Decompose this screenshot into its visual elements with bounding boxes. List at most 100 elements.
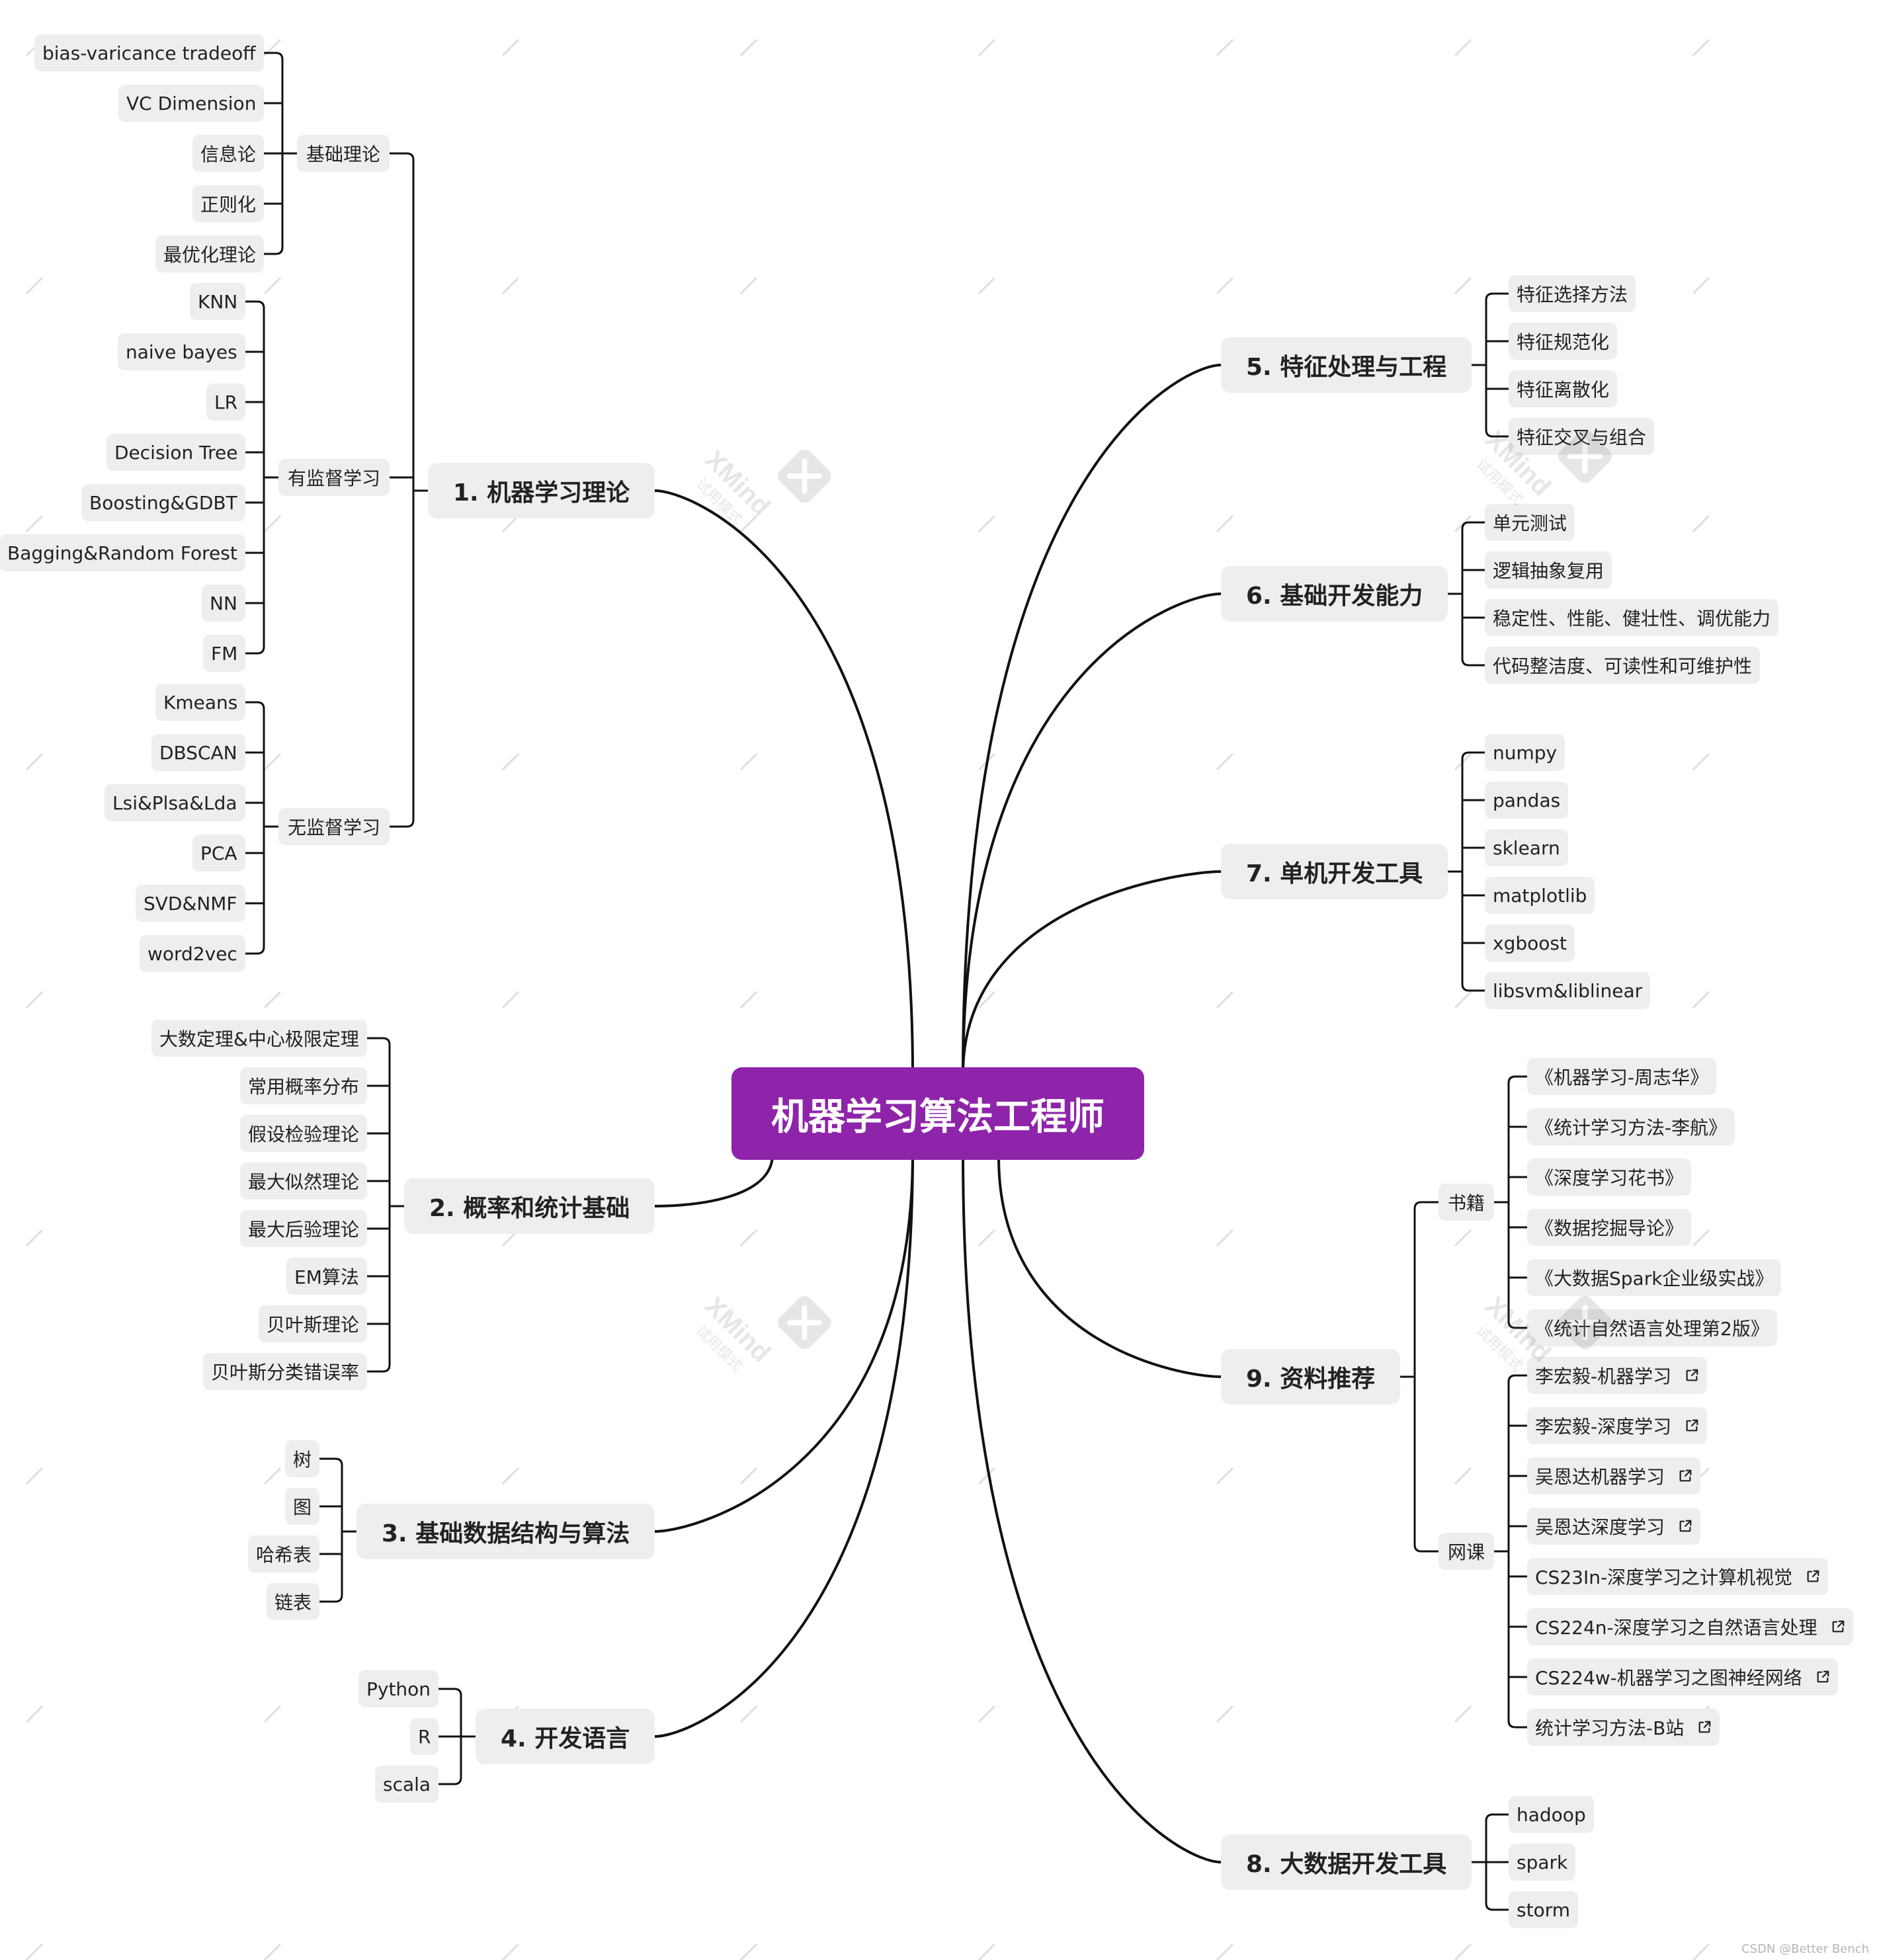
topic-item[interactable]: 稳定性、性能、健壮性、调优能力 (1485, 599, 1779, 636)
central-topic[interactable]: 机器学习算法工程师 (731, 1067, 1144, 1160)
topic-item[interactable]: CS224w-机器学习之图神经网络 (1527, 1658, 1838, 1695)
topic-item[interactable]: 正则化 (192, 185, 265, 222)
background-mark (1454, 1467, 1472, 1485)
topic-item[interactable]: naive bayes (118, 333, 245, 370)
branch-b6[interactable]: 6. 基础开发能力 (1221, 566, 1448, 622)
background-mark (1216, 1705, 1234, 1723)
topic-item[interactable]: 特征离散化 (1509, 370, 1618, 407)
topic-item[interactable]: NN (202, 585, 245, 622)
branch-b5[interactable]: 5. 特征处理与工程 (1221, 337, 1472, 393)
topic-item[interactable]: LR (206, 384, 246, 421)
topic-item[interactable]: xgboost (1485, 924, 1575, 961)
topic-item[interactable]: 吴恩达深度学习 (1527, 1508, 1701, 1545)
topic-item[interactable]: 逻辑抽象复用 (1485, 551, 1612, 589)
topic-item[interactable]: KNN (190, 283, 246, 320)
topic-item[interactable]: FM (203, 635, 246, 672)
bracket-b6-tick (1461, 521, 1486, 530)
topic-item[interactable]: 信息论 (192, 135, 265, 172)
group-b1-1[interactable]: 有监督学习 (278, 459, 390, 496)
topic-item[interactable]: 李宏毅-深度学习 (1527, 1407, 1708, 1444)
topic-item[interactable]: storm (1509, 1891, 1578, 1928)
group-b9-1[interactable]: 网课 (1439, 1533, 1495, 1570)
external-link-icon[interactable] (1678, 1519, 1692, 1533)
topic-item-label: 特征规范化 (1517, 331, 1610, 353)
topic-item[interactable]: 吴恩达机器学习 (1527, 1457, 1701, 1494)
branch-b7[interactable]: 7. 单机开发工具 (1221, 844, 1448, 899)
topic-item[interactable]: SVD&NMF (136, 885, 245, 922)
topic-item[interactable]: sklearn (1485, 829, 1568, 866)
branch-b8[interactable]: 8. 大数据开发工具 (1221, 1834, 1472, 1890)
external-link-icon[interactable] (1815, 1670, 1830, 1684)
external-link-icon[interactable] (1685, 1368, 1699, 1383)
branch-b4[interactable]: 4. 开发语言 (476, 1709, 655, 1764)
topic-item[interactable]: 最优化理论 (155, 235, 265, 272)
topic-item[interactable]: 统计学习方法-B站 (1527, 1709, 1720, 1746)
topic-item[interactable]: 贝叶斯分类错误率 (203, 1353, 368, 1390)
external-link-icon[interactable] (1831, 1619, 1845, 1634)
topic-item[interactable]: word2vec (140, 935, 245, 972)
topic-item[interactable]: 最大似然理论 (240, 1163, 368, 1200)
topic-item[interactable]: 常用概率分布 (240, 1067, 368, 1104)
topic-item[interactable]: R (410, 1718, 439, 1755)
external-link-icon[interactable] (1806, 1569, 1820, 1584)
topic-item[interactable]: Bagging&Random Forest (0, 534, 245, 571)
topic-item[interactable]: 单元测试 (1485, 504, 1575, 541)
topic-item[interactable]: 最大后验理论 (240, 1210, 368, 1247)
topic-item[interactable]: 特征规范化 (1509, 323, 1618, 360)
branch-b2[interactable]: 2. 概率和统计基础 (404, 1178, 655, 1234)
group-b9-0[interactable]: 书籍 (1439, 1184, 1495, 1221)
curve-b9 (997, 1156, 1222, 1378)
external-link-icon[interactable] (1697, 1720, 1712, 1735)
topic-item[interactable]: libsvm&liblinear (1485, 972, 1651, 1009)
external-link-icon[interactable] (1685, 1418, 1699, 1433)
topic-item[interactable]: 树 (285, 1440, 320, 1477)
topic-item[interactable]: 特征选择方法 (1509, 275, 1636, 312)
branch-b1[interactable]: 1. 机器学习理论 (428, 463, 655, 518)
topic-item[interactable]: Kmeans (155, 684, 246, 721)
topic-item[interactable]: 《统计学习方法-李航》 (1527, 1108, 1735, 1145)
topic-item[interactable]: 哈希表 (248, 1535, 320, 1572)
topic-item[interactable]: 李宏毅-机器学习 (1527, 1357, 1708, 1394)
topic-item[interactable]: numpy (1485, 734, 1565, 771)
branch-b3[interactable]: 3. 基础数据结构与算法 (356, 1504, 655, 1559)
topic-item-label: SVD&NMF (144, 892, 237, 915)
topic-item[interactable]: 《统计自然语言处理第2版》 (1527, 1309, 1777, 1346)
branch-b9[interactable]: 9. 资料推荐 (1221, 1349, 1401, 1405)
topic-item[interactable]: EM算法 (286, 1258, 367, 1295)
topic-item-label: libsvm&liblinear (1493, 979, 1643, 1002)
topic-item[interactable]: 图 (285, 1488, 320, 1525)
topic-item[interactable]: 《数据挖掘导论》 (1527, 1209, 1692, 1246)
topic-item[interactable]: pandas (1485, 782, 1569, 819)
topic-item[interactable]: 大数定理&中心极限定理 (151, 1020, 367, 1057)
topic-item[interactable]: spark (1509, 1844, 1576, 1881)
topic-item[interactable]: 《深度学习花书》 (1527, 1159, 1692, 1196)
topic-item[interactable]: CS23In-深度学习之计算机视觉 (1527, 1558, 1829, 1595)
topic-item[interactable]: 代码整洁度、可读性和可维护性 (1485, 647, 1761, 684)
topic-item[interactable]: Lsi&Plsa&Lda (104, 784, 245, 821)
topic-item[interactable]: 特征交叉与组合 (1509, 418, 1655, 455)
bracket-b9-1-tick (1507, 1374, 1528, 1383)
topic-item[interactable]: 贝叶斯理论 (259, 1305, 368, 1342)
topic-item[interactable]: VC Dimension (118, 85, 265, 122)
topic-item[interactable]: DBSCAN (151, 734, 245, 771)
topic-item[interactable]: 假设检验理论 (240, 1115, 368, 1152)
topic-item[interactable]: PCA (192, 835, 245, 872)
topic-item[interactable]: scala (375, 1766, 439, 1803)
topic-item[interactable]: Decision Tree (106, 434, 246, 471)
group-b1-0[interactable]: 基础理论 (297, 135, 390, 172)
topic-item[interactable]: Python (358, 1670, 439, 1707)
topic-item[interactable]: 《大数据Spark企业级实战》 (1527, 1259, 1782, 1296)
topic-item[interactable]: 《机器学习-周志华》 (1527, 1058, 1717, 1095)
topic-item[interactable]: hadoop (1509, 1796, 1594, 1833)
group-b1-2[interactable]: 无监督学习 (278, 808, 390, 845)
topic-item[interactable]: CS224n-深度学习之自然语言处理 (1527, 1608, 1853, 1645)
background-mark (978, 1943, 996, 1960)
topic-item[interactable]: Boosting&GDBT (81, 484, 245, 521)
background-mark (1692, 38, 1710, 57)
external-link-icon[interactable] (1678, 1469, 1692, 1483)
topic-item[interactable]: bias-varicance tradeoff (34, 34, 264, 71)
topic-item[interactable]: 链表 (267, 1583, 320, 1620)
topic-item[interactable]: matplotlib (1485, 877, 1595, 914)
